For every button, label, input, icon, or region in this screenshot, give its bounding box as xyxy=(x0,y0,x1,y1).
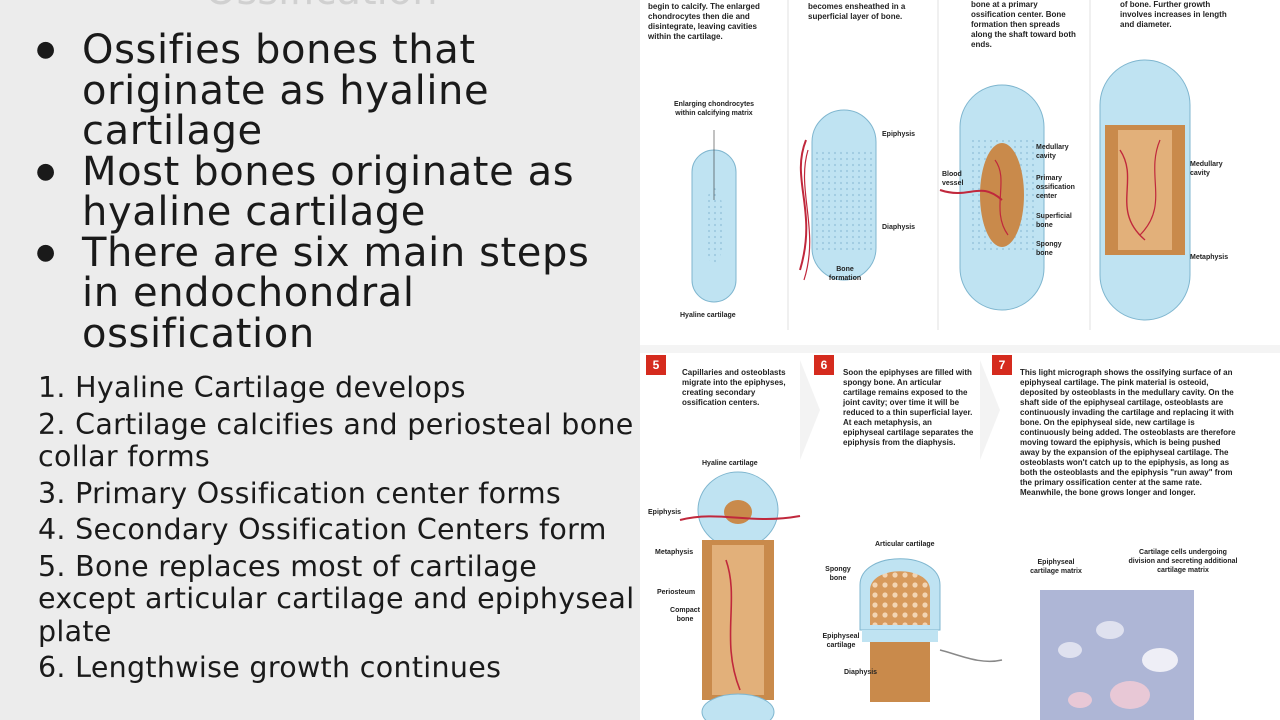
bullet-dot-icon: ● xyxy=(36,158,56,184)
stage-3-text: becomes ensheathed in a superficial laye… xyxy=(808,2,906,21)
bone-stage-6 xyxy=(859,558,1003,702)
label-epiphyseal-cartilage: Epiphyseal cartilage xyxy=(822,633,860,649)
step-item: 5. Bone replaces most of cartilage excep… xyxy=(38,549,635,648)
bullet-dot-icon: ● xyxy=(36,37,56,62)
label-primary-center: Primary ossification center xyxy=(1036,175,1075,200)
micrograph xyxy=(1040,590,1194,720)
label-diaphysis-2: Diaphysis xyxy=(844,669,878,676)
bullet-list: ● Ossifies bones that originate as hyalin… xyxy=(34,30,634,354)
bullet-text: There are six main steps in endochondral… xyxy=(82,229,590,357)
badge-6: 6 xyxy=(814,355,834,375)
label-articular-cartilage: Articular cartilage xyxy=(875,541,935,548)
stage-4-text: bone at a primary ossification center. B… xyxy=(971,0,1076,49)
stage-2-text: begin to calcify. The enlarged chondrocy… xyxy=(648,2,760,41)
badge-5: 5 xyxy=(646,355,666,375)
label-metaphysis-2: Metaphysis xyxy=(655,549,694,556)
step-item: 6. Lengthwise growth continues xyxy=(38,651,502,684)
label-superficial-bone: Superficial bone xyxy=(1036,213,1072,229)
bone-stage-1 xyxy=(691,130,737,303)
bone-stage-2 xyxy=(799,109,877,281)
label-hyaline-cartilage-2: Hyaline cartilage xyxy=(702,460,758,467)
bone-stage-3 xyxy=(939,84,1045,311)
panel-7-text: This light micrograph shows the ossifyin… xyxy=(1020,368,1236,497)
label-periosteum: Periosteum xyxy=(657,589,696,596)
step-item: 1. Hyaline Cartilage develops xyxy=(38,371,466,404)
label-cartilage-cells: Cartilage cells undergoing division and … xyxy=(1128,549,1238,574)
label-epiphyseal-matrix: Epiphyseal cartilage matrix xyxy=(1030,559,1082,575)
steps-list: 1. Hyaline Cartilage develops 2. Cartila… xyxy=(38,371,638,689)
bullet-text: Most bones originate as hyaline cartilag… xyxy=(82,148,575,235)
stage-4b-text: of bone. Further growth involves increas… xyxy=(1120,0,1227,29)
slide-title: Ossification xyxy=(205,0,438,14)
ossification-figure: begin to calcify. The enlarged chondrocy… xyxy=(640,0,1280,720)
label-diaphysis: Diaphysis xyxy=(882,224,916,231)
bullet-item: ● Ossifies bones that originate as hyalin… xyxy=(34,30,634,152)
step-item: 2. Cartilage calcifies and periosteal bo… xyxy=(38,407,634,473)
bone-stage-4 xyxy=(1099,59,1191,321)
label-bone-formation: Bone formation xyxy=(828,266,862,282)
bullet-item: ● There are six main steps in endochondra… xyxy=(34,229,634,357)
label-spongy-bone: Spongy bone xyxy=(1036,241,1062,257)
step-item: 4. Secondary Ossification Centers form xyxy=(38,513,607,546)
step-item: 3. Primary Ossification center forms xyxy=(38,476,562,510)
label-medullary-cavity-2: Medullary cavity xyxy=(1190,161,1223,177)
label-enlarging-chondrocytes: Enlarging chondrocytes within calcifying… xyxy=(673,101,755,117)
bullet-item: ● Most bones originate as hyaline cartila… xyxy=(34,148,634,235)
label-medullary-cavity: Medullary cavity xyxy=(1036,144,1069,160)
label-epiphysis-2: Epiphysis xyxy=(648,509,682,516)
badge-7: 7 xyxy=(992,355,1012,375)
bullet-dot-icon: ● xyxy=(36,239,56,265)
label-metaphysis: Metaphysis xyxy=(1190,254,1229,261)
label-compact-bone: Compact bone xyxy=(670,607,700,623)
label-blood-vessel: Blood vessel xyxy=(942,171,964,187)
label-spongy-bone-2: Spongy bone xyxy=(825,566,851,582)
panel-6-text: Soon the epiphyses are filled with spong… xyxy=(843,368,974,447)
label-hyaline-cartilage: Hyaline cartilage xyxy=(680,312,736,319)
label-epiphysis: Epiphysis xyxy=(882,131,916,138)
panel-5-text: Capillaries and osteoblasts migrate into… xyxy=(682,368,786,407)
ossification-illustration xyxy=(640,0,1280,720)
bullet-text: Ossifies bones that originate as hyaline… xyxy=(82,27,490,154)
bone-stage-5 xyxy=(679,471,801,720)
